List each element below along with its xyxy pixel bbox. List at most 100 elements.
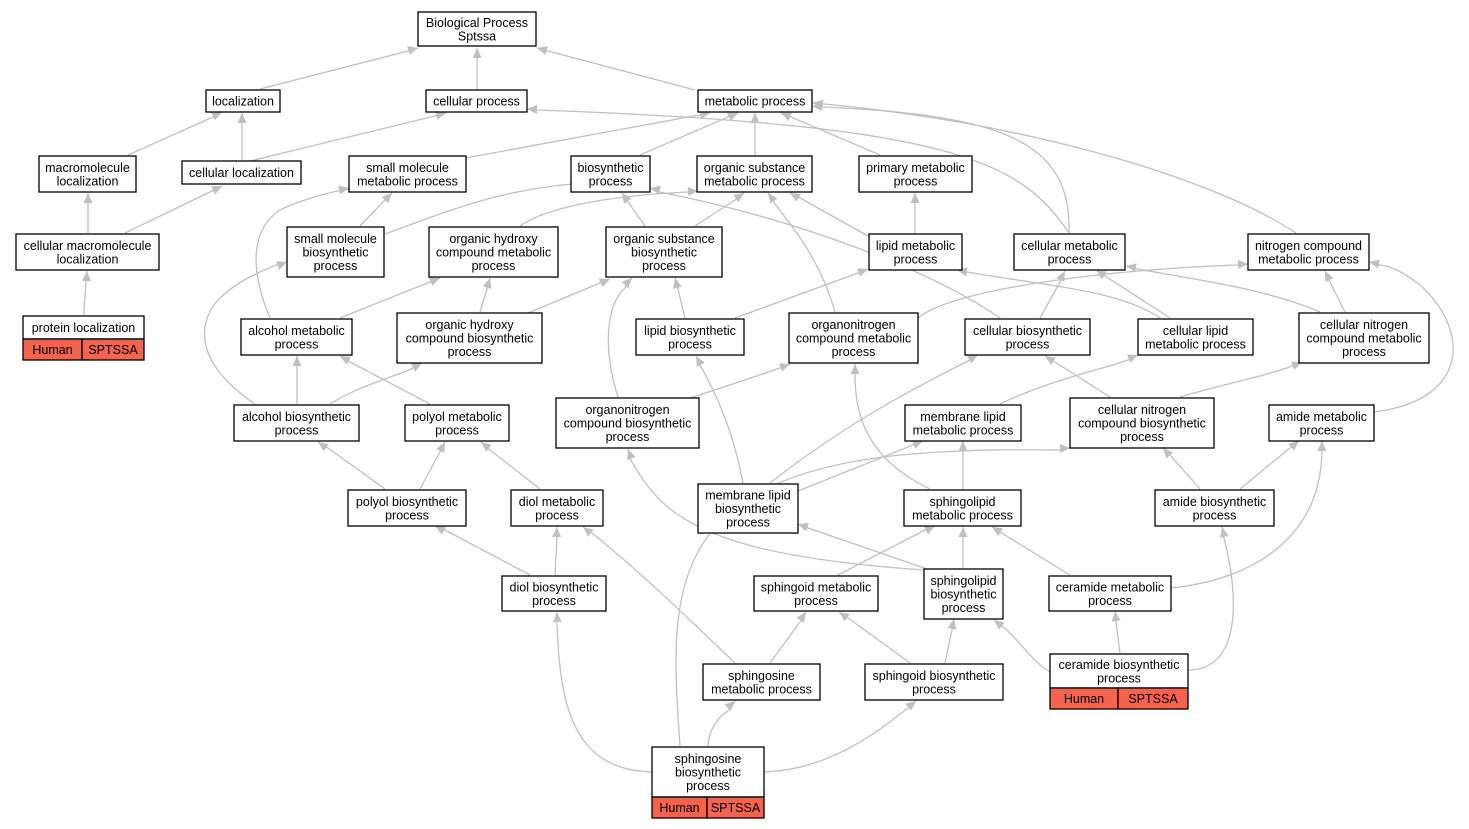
node-label: process bbox=[385, 508, 429, 522]
node-box bbox=[858, 155, 973, 193]
node-label: organonitrogen bbox=[585, 403, 669, 417]
node-label: amide metabolic bbox=[1276, 410, 1367, 424]
node-box bbox=[347, 489, 467, 527]
node-box bbox=[605, 226, 723, 278]
edge-line bbox=[127, 111, 223, 156]
arrowhead bbox=[340, 356, 351, 365]
node-label: Biological Process bbox=[426, 16, 528, 30]
species-tag: Human bbox=[659, 801, 699, 815]
node-metabolic-process[interactable]: metabolic process bbox=[697, 89, 813, 113]
edge-line bbox=[991, 526, 1071, 576]
edge-line bbox=[769, 354, 979, 484]
edge-line bbox=[255, 187, 350, 319]
node-label: process bbox=[912, 682, 956, 696]
node-localization[interactable]: localization bbox=[205, 89, 281, 113]
arrowhead bbox=[435, 526, 446, 535]
arrowhead bbox=[481, 442, 492, 452]
gene-tag: SPTSSA bbox=[88, 343, 138, 357]
edge-line bbox=[536, 47, 696, 91]
edge-sphingolipid_biosynthetic-to-sphingolipid_metabolic bbox=[958, 527, 968, 568]
edge-amide_metabolic-to-nitrogen_compound_metabolic bbox=[1368, 259, 1454, 413]
edge-protein_localization-to-cellular_macromolecule_localization bbox=[81, 270, 91, 316]
arrowhead bbox=[796, 612, 806, 623]
edge-line bbox=[1095, 269, 1171, 319]
edge-sphingoid_biosynthetic-to-sphingoid_metabolic bbox=[838, 611, 911, 664]
edge-localization-to-root bbox=[259, 46, 419, 90]
node-box bbox=[1247, 233, 1370, 271]
node-label: organic substance bbox=[704, 161, 806, 175]
node-box bbox=[348, 155, 467, 193]
node-box bbox=[1154, 489, 1275, 527]
node-box bbox=[38, 155, 137, 193]
tag-cell bbox=[706, 796, 765, 819]
edge-membrane_lipid_biosynthetic-to-membrane_lipid_metabolic bbox=[797, 440, 924, 492]
edge-sphingosine_biosynthetic-to-sphingoid_biosynthetic bbox=[763, 700, 917, 773]
edge-alcohol_metabolic-to-small_molecule_metabolic bbox=[255, 185, 350, 319]
edge-line bbox=[999, 354, 1139, 405]
node-box bbox=[1049, 653, 1189, 689]
edge-small_molecule_metabolic-to-metabolic_process bbox=[459, 110, 711, 160]
edge-alcohol_biosynthetic-to-small_molecule_biosynthetic bbox=[203, 261, 288, 405]
edge-sphingolipid_biosynthetic-to-membrane_lipid_biosynthetic bbox=[797, 523, 931, 571]
node-box bbox=[753, 575, 879, 612]
edge-alcohol_biosynthetic-to-alcohol_metabolic bbox=[292, 356, 302, 404]
edge-line bbox=[627, 448, 925, 571]
node-label: process bbox=[668, 337, 712, 351]
edge-line bbox=[339, 277, 441, 319]
edge-line bbox=[1170, 441, 1323, 589]
edges-layer bbox=[81, 46, 1454, 773]
edge-amide_biosynthetic-to-cellular_nitrogen_biosynthetic bbox=[1162, 447, 1201, 490]
edge-line bbox=[480, 441, 541, 490]
node-box bbox=[964, 318, 1091, 356]
node-cellular-localization[interactable]: cellular localization bbox=[181, 160, 302, 185]
edge-organic_hydroxy_biosynthetic-to-organic_substance_biosynthetic bbox=[527, 278, 611, 314]
node-label: ceramide biosynthetic bbox=[1059, 658, 1180, 672]
edge-line bbox=[259, 47, 419, 90]
edge-line bbox=[675, 447, 1071, 747]
arrowhead bbox=[527, 104, 538, 114]
arrowhead bbox=[924, 526, 935, 535]
node-cellular-process[interactable]: cellular process bbox=[425, 89, 528, 113]
node-label: metabolic process bbox=[704, 174, 805, 188]
